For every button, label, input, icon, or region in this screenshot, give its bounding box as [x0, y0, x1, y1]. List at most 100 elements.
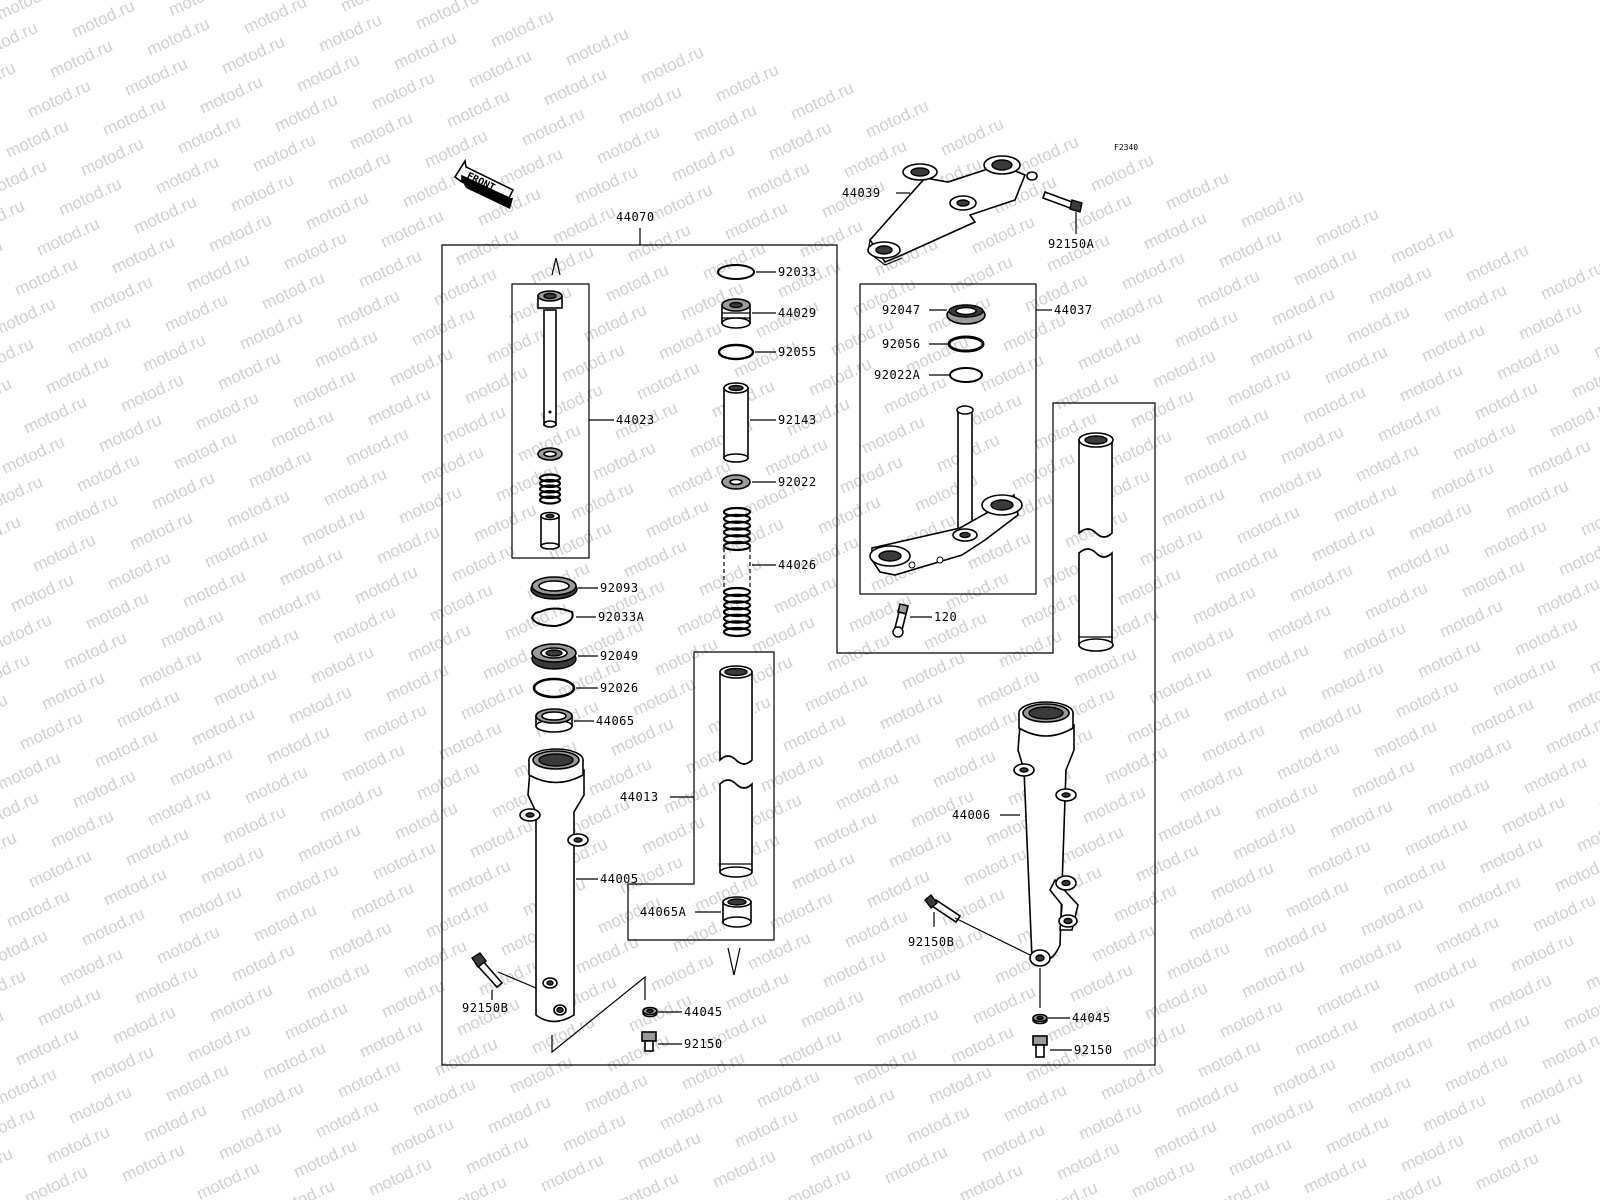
watermark-text: motod.ru — [1380, 854, 1449, 900]
watermark-text: motod.ru — [1013, 132, 1082, 178]
watermark-text: motod.ru — [1389, 992, 1458, 1038]
watermark-text: motod.ru — [410, 1074, 479, 1120]
watermark-text: motod.ru — [13, 1024, 82, 1070]
watermark-text: motod.ru — [1322, 342, 1391, 388]
watermark-text: motod.ru — [806, 354, 875, 400]
watermark-text: motod.ru — [710, 1146, 779, 1192]
watermark-text: motod.ru — [780, 710, 849, 756]
watermark-text: motod.ru — [1516, 298, 1585, 344]
watermark-text: motod.ru — [1415, 636, 1484, 682]
watermark-text: motod.ru — [1243, 640, 1312, 686]
watermark-text: motod.ru — [1349, 756, 1418, 802]
damper-rod-44023-icon — [537, 290, 563, 428]
watermark-text: motod.ru — [334, 286, 403, 332]
assembly-frame — [441, 244, 1156, 1066]
watermark-text: motod.ru — [643, 496, 712, 542]
watermark-text: motod.ru — [343, 424, 412, 470]
washer-92022-icon — [721, 474, 751, 490]
watermark-text: motod.ru — [1428, 458, 1497, 504]
watermark-text: motod.ru — [1274, 738, 1343, 784]
watermark-text: motod.ru — [1164, 938, 1233, 984]
watermark-text: motod.ru — [1574, 810, 1600, 856]
watermark-text: motod.ru — [1508, 930, 1577, 976]
watermark-text: motod.ru — [904, 1102, 973, 1148]
watermark-text: motod.ru — [1463, 240, 1532, 286]
damper-subframe — [511, 283, 590, 559]
watermark-text: motod.ru — [1151, 1116, 1220, 1162]
watermark-text: motod.ru — [1539, 1028, 1600, 1074]
watermark-text: motod.ru — [379, 976, 448, 1022]
watermark-text: motod.ru — [202, 526, 271, 572]
outer-tube-44005-icon — [519, 748, 589, 1023]
watermark-text: motod.ru — [635, 1128, 704, 1174]
watermark-text: motod.ru — [873, 1004, 942, 1050]
watermark-text: motod.ru — [290, 366, 359, 412]
watermark-text: motod.ru — [797, 216, 866, 262]
watermark-text: motod.ru — [396, 482, 465, 528]
label-44013: 44013 — [620, 790, 659, 804]
watermark-text: motod.ru — [463, 1132, 532, 1178]
damper-washer-icon — [537, 447, 563, 461]
watermark-text: motod.ru — [374, 522, 443, 568]
watermark-text: motod.ru — [661, 772, 730, 818]
watermark-text: motod.ru — [167, 744, 236, 790]
seal-92022A-icon — [949, 367, 983, 383]
watermark-text: motod.ru — [1323, 1112, 1392, 1158]
watermark-text: motod.ru — [851, 1044, 920, 1090]
watermark-text: motod.ru — [1433, 912, 1502, 958]
label-92055: 92055 — [778, 345, 817, 359]
watermark-text: motod.ru — [1420, 1090, 1489, 1136]
watermark-text: motod.ru — [563, 24, 632, 70]
watermark-text: motod.ru — [1256, 462, 1325, 508]
watermark-text: motod.ru — [171, 428, 240, 474]
label-44065A: 44065A — [640, 905, 687, 919]
watermark-text: motod.ru — [211, 664, 280, 710]
label-92150A: 92150A — [1048, 237, 1095, 251]
watermark-text: motod.ru — [1517, 1068, 1586, 1114]
watermark-text: motod.ru — [1583, 948, 1600, 994]
watermark-text: motod.ru — [573, 932, 642, 978]
watermark-text: motod.ru — [88, 1042, 157, 1088]
spring-coil — [722, 600, 752, 611]
watermark-text: motod.ru — [1075, 328, 1144, 374]
watermark-text: motod.ru — [754, 1066, 823, 1112]
watermark-text: motod.ru — [365, 384, 434, 430]
watermark-text: motod.ru — [74, 450, 143, 496]
watermark-text: motod.ru — [1464, 1010, 1533, 1056]
watermark-text: motod.ru — [758, 750, 827, 796]
label-92033A: 92033A — [598, 610, 645, 624]
watermark-text: motod.ru — [1450, 418, 1519, 464]
watermark-text: motod.ru — [744, 158, 813, 204]
watermark-text: motod.ru — [282, 998, 351, 1044]
upper-bracket — [867, 155, 1038, 266]
watermark-text: motod.ru — [370, 838, 439, 884]
watermark-text: motod.ru — [630, 674, 699, 720]
watermark-text: motod.ru — [842, 906, 911, 952]
watermark-text: motod.ru — [0, 828, 19, 874]
spring-coil — [722, 613, 752, 624]
watermark-text: motod.ru — [1503, 476, 1572, 522]
spring-coil — [722, 513, 752, 524]
watermark-text: motod.ru — [899, 648, 968, 694]
watermark-text: motod.ru — [193, 388, 262, 434]
watermark-text: motod.ru — [100, 94, 169, 140]
watermark-text: motod.ru — [220, 802, 289, 848]
watermark-text: motod.ru — [1512, 614, 1581, 660]
watermark-text: motod.ru — [366, 1154, 435, 1200]
label-92093: 92093 — [600, 581, 639, 595]
watermark-text: motod.ru — [1525, 436, 1594, 482]
watermark-text: motod.ru — [572, 162, 641, 208]
watermark-text: motod.ru — [1194, 266, 1263, 312]
watermark-text: motod.ru — [180, 566, 249, 612]
watermark-text: motod.ru — [413, 0, 482, 34]
watermark-text: motod.ru — [0, 196, 27, 242]
watermark-text: motod.ru — [1494, 338, 1563, 384]
watermark-text: motod.ru — [295, 820, 364, 866]
watermark-text: motod.ru — [656, 318, 725, 364]
watermark-text: motod.ru — [361, 700, 430, 746]
label-92047: 92047 — [882, 303, 921, 317]
watermark-text: motod.ru — [1168, 622, 1237, 668]
watermark-text: motod.ru — [57, 944, 126, 990]
watermark-text: motod.ru — [219, 32, 288, 78]
